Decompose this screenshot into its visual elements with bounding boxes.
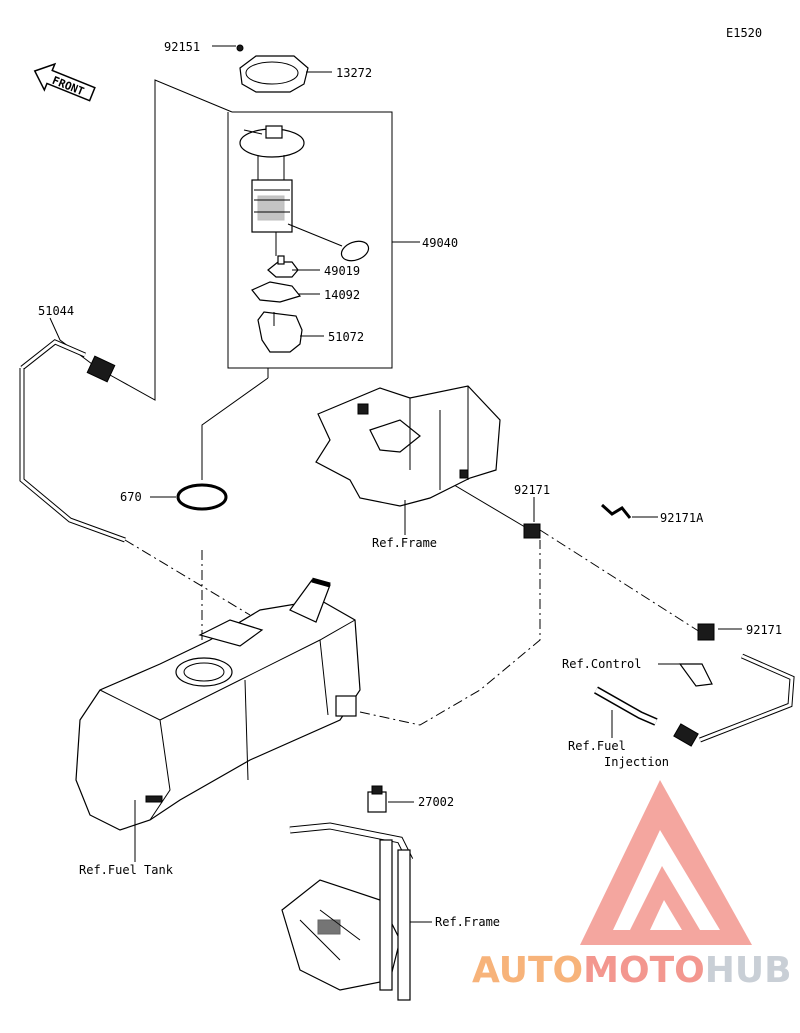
label-51072: 51072 xyxy=(328,330,364,344)
label-49040: 49040 xyxy=(422,236,458,250)
label-92171A: 92171A xyxy=(660,511,704,525)
fuel-pump-49040 xyxy=(239,125,370,262)
fuel-injection-hose xyxy=(594,653,795,747)
label-13272: 13272 xyxy=(336,66,372,80)
diagram-code: E1520 xyxy=(726,26,762,40)
fuel-hose-51044 xyxy=(19,317,126,543)
clamp-92171-lower xyxy=(697,623,715,641)
front-arrow-icon: FRONT xyxy=(33,62,96,102)
frame-lower xyxy=(281,822,414,1001)
label-ref-control: Ref.Control xyxy=(562,657,641,671)
watermark-text: AUTOMOTOHUB xyxy=(472,950,792,991)
label-49019: 49019 xyxy=(324,264,360,278)
filter-49019 xyxy=(267,255,299,278)
bracket-51072 xyxy=(257,311,303,353)
label-ref-frame-bottom: Ref.Frame xyxy=(435,915,500,929)
connector-27002 xyxy=(367,785,387,813)
assembly-bracket xyxy=(227,111,393,369)
label-92171-lower: 92171 xyxy=(746,623,782,637)
label-92151: 92151 xyxy=(164,40,200,54)
label-92171-upper: 92171 xyxy=(514,483,550,497)
label-injection: Injection xyxy=(604,755,669,769)
plate-14092 xyxy=(251,281,302,303)
automotohub-logo xyxy=(580,780,752,945)
control-bracket xyxy=(678,663,713,687)
label-14092: 14092 xyxy=(324,288,360,302)
label-ref-fuel: Ref.Fuel xyxy=(568,739,626,753)
watermark-moto: MOTO xyxy=(583,950,705,991)
clamp-92171A xyxy=(600,503,632,519)
label-ref-frame-top: Ref.Frame xyxy=(372,536,437,550)
fuel-tank xyxy=(75,577,361,831)
label-670: 670 xyxy=(120,490,142,504)
watermark-auto: AUTO xyxy=(472,950,583,991)
label-ref-fuel-tank: Ref.Fuel Tank xyxy=(79,863,174,877)
oring-670 xyxy=(176,483,228,511)
bolt-92151 xyxy=(236,44,244,52)
label-51044: 51044 xyxy=(38,304,74,318)
gasket-13272 xyxy=(239,55,309,93)
watermark-hub: HUB xyxy=(705,950,792,991)
clamp-92171-upper xyxy=(523,523,541,539)
label-27002: 27002 xyxy=(418,795,454,809)
frame-upper xyxy=(315,385,501,507)
